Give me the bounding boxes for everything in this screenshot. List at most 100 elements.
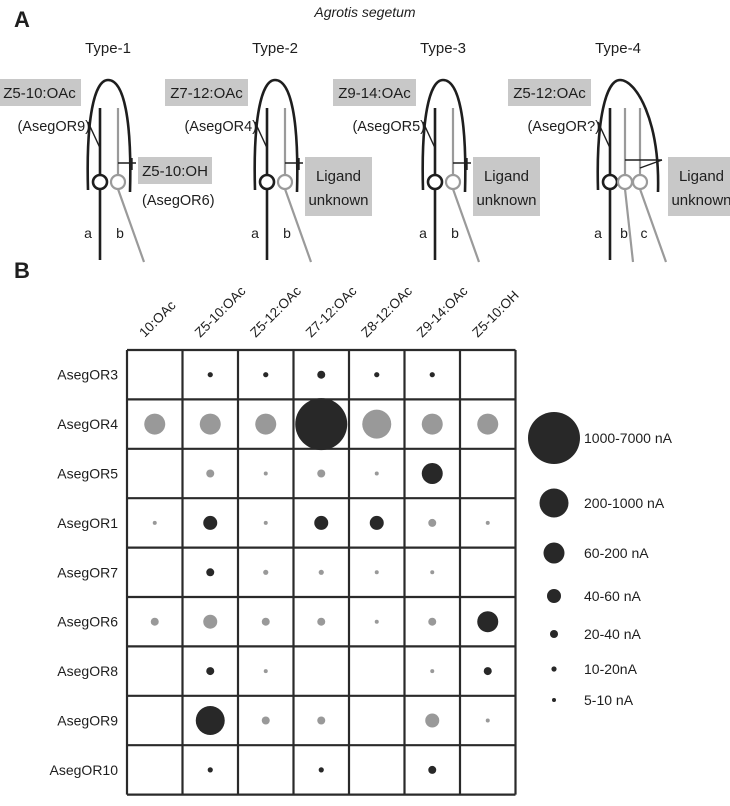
legend-dot [547, 589, 561, 603]
type-title: Type-4 [595, 40, 641, 57]
response-dot [206, 667, 215, 676]
ligand-a-box [165, 79, 248, 106]
response-dot [477, 413, 499, 435]
response-dot [477, 611, 499, 633]
legend-dot [539, 488, 569, 518]
response-dot [428, 765, 437, 774]
response-dot [317, 370, 326, 379]
legend-label: 10-20nA [584, 661, 638, 677]
legend-dot [550, 630, 558, 638]
response-dot [207, 767, 213, 773]
row-label: AsegOR9 [57, 713, 118, 729]
neuron-label-a: a [251, 225, 259, 241]
row-label: AsegOR10 [50, 762, 119, 778]
response-dot [206, 469, 215, 478]
connector-a [87, 121, 101, 149]
connector-c [639, 159, 663, 169]
column-label: Z5-12:OAc [247, 283, 304, 340]
sensillum-types: Type-1Z5-10:OAc(AsegOR9)Z5-10:OH(AsegOR6… [0, 40, 730, 263]
connector-a [422, 121, 436, 149]
neuron-a-soma [91, 173, 109, 191]
ligand-b-box [305, 157, 372, 216]
ligand-b-box [668, 157, 730, 216]
row-label: AsegOR1 [57, 515, 118, 531]
response-dot [152, 520, 157, 525]
ligand-a-label: Z9-14:OAc [338, 85, 411, 102]
response-dot [374, 619, 379, 624]
neuron-b-soma [276, 173, 294, 191]
response-dot [263, 471, 268, 476]
neuron-b-axon [451, 188, 481, 263]
response-dot [483, 667, 492, 676]
receptor-a-label: (AsegOR5) [352, 119, 425, 135]
neuron-b-soma [444, 173, 462, 191]
response-dot [263, 520, 268, 525]
response-dot [428, 617, 437, 626]
neuron-b-axon [623, 188, 635, 263]
neuron-label-b: b [116, 225, 124, 241]
legend-dot [551, 666, 557, 672]
column-label: Z7-12:OAc [303, 283, 360, 340]
legend-label: 1000-7000 nA [584, 430, 673, 446]
legend-label: 5-10 nA [584, 692, 634, 708]
receptor-b-label: (AsegOR6) [142, 193, 215, 209]
response-dot [203, 614, 218, 629]
neuron-a-soma [601, 173, 619, 191]
ligand-a-box [508, 79, 591, 106]
row-label: AsegOR4 [57, 416, 118, 432]
connector-a [254, 121, 268, 149]
ligand-a-box [0, 79, 81, 106]
neuron-label-b: b [283, 225, 291, 241]
response-dot [261, 716, 270, 725]
receptor-a-label: (AsegOR9) [17, 119, 90, 135]
neuron-b-axon [116, 188, 146, 263]
response-dot [263, 569, 269, 575]
response-dot [374, 471, 379, 476]
response-dot [430, 669, 435, 674]
ligand-a-label: Z7-12:OAc [170, 85, 243, 102]
neuron-label-c: c [641, 225, 648, 241]
sensillum-type-1: Type-1Z5-10:OAc(AsegOR9)Z5-10:OH(AsegOR6… [0, 40, 215, 263]
response-dot [318, 569, 324, 575]
column-label: Z5-10:OAc [192, 283, 249, 340]
ligand-a-label: Z5-12:OAc [513, 85, 586, 102]
type-title: Type-1 [85, 40, 131, 57]
sensillum-wall [596, 78, 660, 193]
ligand-b-label: unknown [671, 192, 730, 209]
response-dot [295, 398, 348, 451]
response-dot [195, 706, 225, 735]
neuron-b-axon [283, 188, 313, 263]
column-label: Z9-14:OAc [414, 283, 471, 340]
response-dot [206, 568, 215, 577]
response-dot [429, 372, 435, 378]
neuron-b-soma [616, 173, 634, 191]
neuron-a-soma [258, 173, 276, 191]
legend-dot [552, 698, 556, 702]
row-label: AsegOR7 [57, 564, 118, 580]
neuron-label-b: b [451, 225, 459, 241]
legend-label: 60-200 nA [584, 545, 649, 561]
response-dot [421, 413, 443, 435]
column-label: Z5-10:OH [469, 288, 522, 341]
row-labels: AsegOR3AsegOR4AsegOR5AsegOR1AsegOR7AsegO… [50, 367, 119, 778]
response-dot [314, 515, 329, 530]
ligand-b-label: unknown [476, 192, 536, 209]
response-dot [318, 767, 324, 773]
response-dot [263, 372, 269, 378]
row-label: AsegOR6 [57, 614, 118, 630]
type-title: Type-2 [252, 40, 298, 57]
species-title: Agrotis segetum [313, 4, 415, 20]
response-dot [362, 409, 392, 439]
receptor-a-label: (AsegOR4) [184, 119, 257, 135]
neuron-a-soma [426, 173, 444, 191]
response-dot [425, 713, 440, 728]
sensillum-wall [421, 78, 467, 193]
legend-label: 200-1000 nA [584, 495, 665, 511]
neuron-label-a: a [594, 225, 602, 241]
ligand-b-label: Ligand [316, 168, 361, 185]
response-dot [374, 570, 379, 575]
